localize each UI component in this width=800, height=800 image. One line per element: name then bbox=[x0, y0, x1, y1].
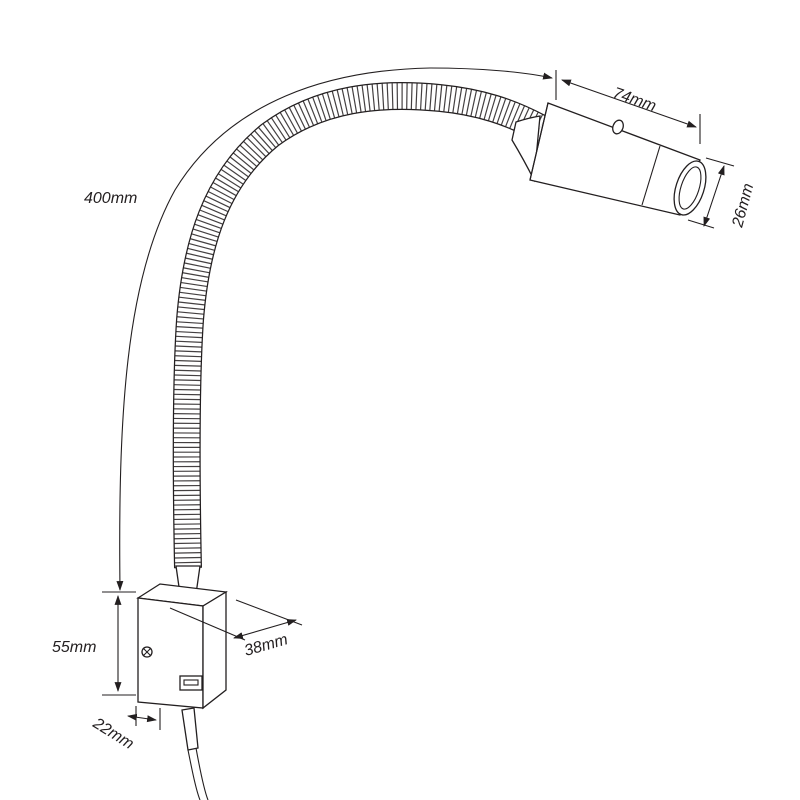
mounting-base bbox=[136, 583, 228, 710]
dim-22mm-line bbox=[127, 706, 161, 730]
dim-55mm-line bbox=[102, 591, 136, 696]
label-22mm: 22mm bbox=[89, 714, 137, 753]
label-26mm: 26mm bbox=[729, 182, 757, 230]
gooseneck-arm bbox=[172, 81, 547, 569]
usb-port bbox=[179, 675, 203, 691]
label-38mm: 38mm bbox=[242, 631, 289, 660]
dim-26mm-line bbox=[687, 157, 735, 229]
label-55mm: 55mm bbox=[52, 639, 96, 656]
label-400mm: 400mm bbox=[84, 190, 137, 207]
label-74mm: 74mm bbox=[611, 85, 659, 116]
head-lens bbox=[673, 160, 707, 216]
dim-38mm-line bbox=[169, 599, 303, 641]
dim-74mm-line bbox=[555, 70, 701, 144]
power-cable bbox=[181, 707, 209, 800]
dim-400mm-line bbox=[116, 67, 553, 591]
